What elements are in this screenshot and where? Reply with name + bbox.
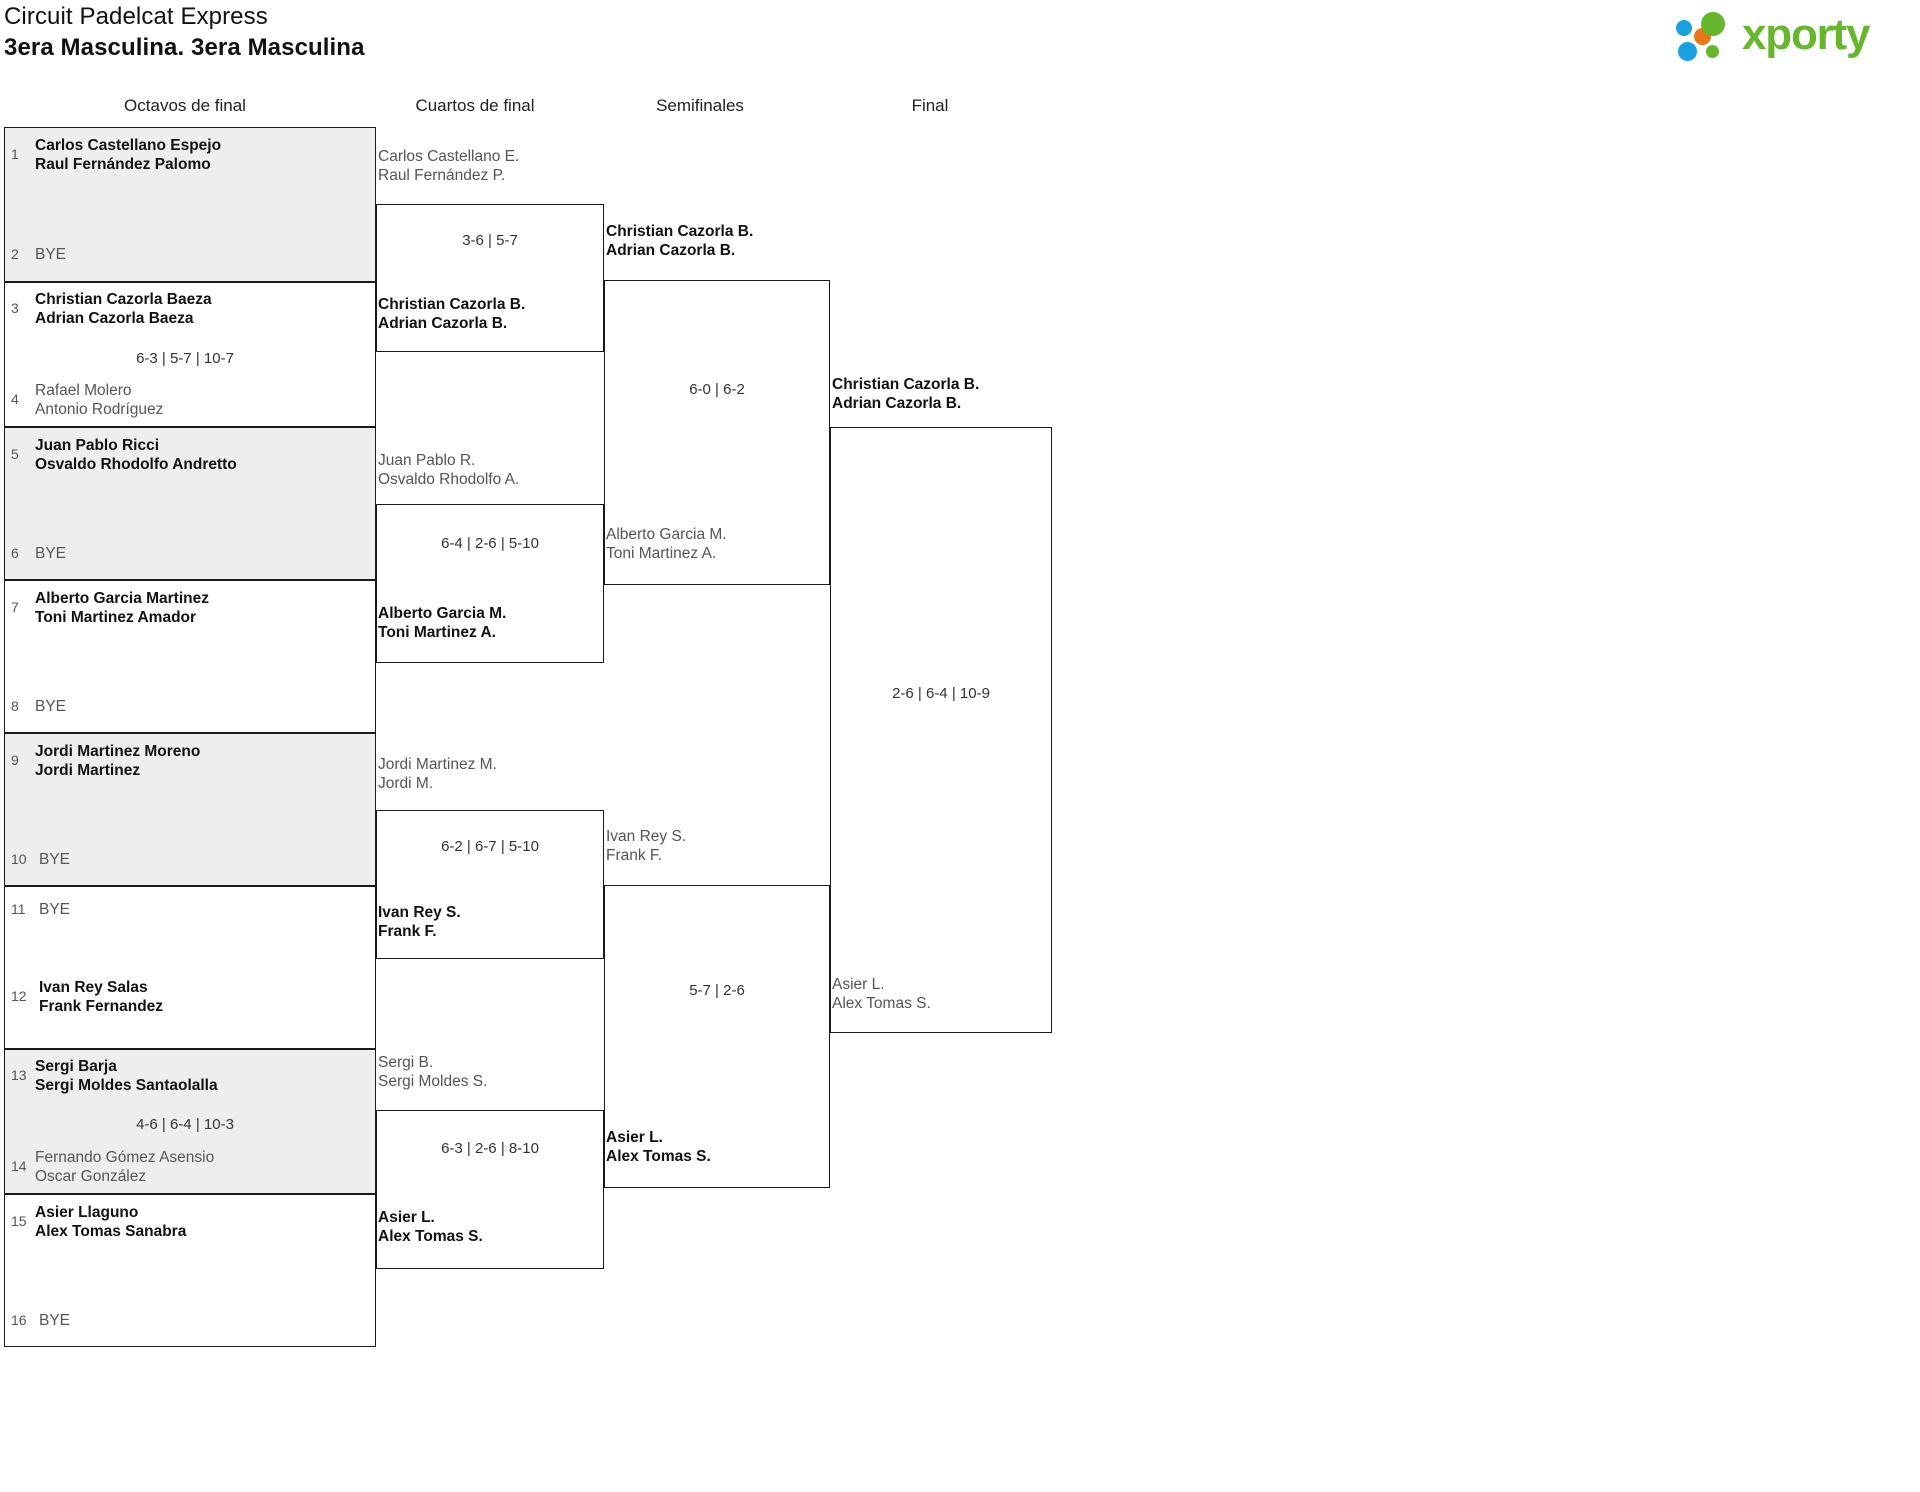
sf2-bottom-team: Asier L. Alex Tomas S. bbox=[606, 1129, 711, 1165]
qf4-score: 6-3 | 2-6 | 8-10 bbox=[441, 1140, 539, 1157]
sf1-connector[interactable] bbox=[604, 280, 830, 585]
team-slot: Asier Llaguno Alex Tomas Sanabra bbox=[35, 1204, 187, 1240]
team-slot: Christian Cazorla Baeza Adrian Cazorla B… bbox=[35, 291, 212, 327]
seed-number: 2 bbox=[11, 246, 19, 262]
round-header-final: Final bbox=[911, 96, 949, 115]
team-slot: BYE bbox=[35, 545, 67, 562]
match-score: 6-3 | 5-7 | 10-7 bbox=[136, 350, 234, 367]
logo-wordmark: xporty bbox=[1742, 10, 1870, 59]
round-header-cuartos: Cuartos de final bbox=[415, 96, 535, 115]
qf1-bottom-team: Christian Cazorla B. Adrian Cazorla B. bbox=[378, 296, 526, 332]
qf2-score: 6-4 | 2-6 | 5-10 bbox=[441, 535, 539, 552]
tournament-name: Circuit Padelcat Express bbox=[4, 3, 268, 30]
r1-match-3[interactable]: 5 Juan Pablo Ricci Osvaldo Rhodolfo Andr… bbox=[4, 427, 376, 580]
final-score: 2-6 | 6-4 | 10-9 bbox=[892, 685, 990, 702]
r1-match-4[interactable]: 7 Alberto Garcia Martinez Toni Martinez … bbox=[4, 580, 376, 733]
seed-number: 3 bbox=[11, 300, 19, 316]
seed-number: 7 bbox=[11, 599, 19, 615]
qf1-connector[interactable] bbox=[376, 204, 604, 352]
seed-number: 16 bbox=[11, 1312, 27, 1328]
team-slot: BYE bbox=[39, 1312, 71, 1329]
qf2-top-team: Juan Pablo R. Osvaldo Rhodolfo A. bbox=[378, 452, 520, 488]
round-header-octavos: Octavos de final bbox=[124, 96, 246, 115]
team-slot: Juan Pablo Ricci Osvaldo Rhodolfo Andret… bbox=[35, 437, 237, 473]
qf3-connector[interactable] bbox=[376, 810, 604, 959]
qf2-bottom-team: Alberto Garcia M. Toni Martinez A. bbox=[378, 605, 507, 641]
match-score: 4-6 | 6-4 | 10-3 bbox=[136, 1116, 234, 1133]
r1-match-6[interactable]: 11 BYE 12 Ivan Rey Salas Frank Fernandez bbox=[4, 886, 376, 1049]
seed-number: 10 bbox=[11, 851, 27, 867]
xporty-logo: xporty bbox=[1676, 6, 1906, 64]
r1-match-1[interactable]: 1 Carlos Castellano Espejo Raul Fernánde… bbox=[4, 127, 376, 282]
qf3-bottom-team: Ivan Rey S. Frank F. bbox=[378, 904, 461, 940]
sf2-score: 5-7 | 2-6 bbox=[689, 982, 745, 999]
seed-number: 8 bbox=[11, 698, 19, 714]
qf4-connector[interactable] bbox=[376, 1110, 604, 1269]
r1-match-8[interactable]: 15 Asier Llaguno Alex Tomas Sanabra 16 B… bbox=[4, 1194, 376, 1347]
team-slot: Jordi Martinez Moreno Jordi Martinez bbox=[35, 743, 201, 779]
team-slot: Ivan Rey Salas Frank Fernandez bbox=[39, 979, 164, 1015]
qf4-bottom-team: Asier L. Alex Tomas S. bbox=[378, 1209, 483, 1245]
sf2-top-team: Ivan Rey S. Frank F. bbox=[606, 828, 687, 864]
r1-match-5[interactable]: 9 Jordi Martinez Moreno Jordi Martinez 1… bbox=[4, 733, 376, 886]
team-slot: BYE bbox=[39, 851, 71, 868]
seed-number: 1 bbox=[11, 146, 19, 162]
qf4-top-team: Sergi B. Sergi Moldes S. bbox=[378, 1054, 488, 1090]
page-title: Circuit Padelcat Express 3era Masculina.… bbox=[4, 2, 365, 64]
final-connector[interactable] bbox=[830, 427, 1052, 1033]
r1-match-7[interactable]: 13 Sergi Barja Sergi Moldes Santaolalla … bbox=[4, 1049, 376, 1194]
team-slot: Rafael Molero Antonio Rodríguez bbox=[35, 382, 164, 418]
round-header-semifinales: Semifinales bbox=[656, 96, 744, 115]
team-slot: BYE bbox=[35, 246, 67, 263]
seed-number: 15 bbox=[11, 1213, 27, 1229]
qf3-score: 6-2 | 6-7 | 5-10 bbox=[441, 838, 539, 855]
qf3-top-team: Jordi Martinez M. Jordi M. bbox=[378, 756, 497, 792]
team-slot: BYE bbox=[39, 901, 71, 918]
seed-number: 13 bbox=[11, 1067, 27, 1083]
seed-number: 6 bbox=[11, 545, 19, 561]
qf1-score: 3-6 | 5-7 bbox=[462, 232, 518, 249]
team-slot: Carlos Castellano Espejo Raul Fernández … bbox=[35, 137, 222, 173]
sf1-top-team: Christian Cazorla B. Adrian Cazorla B. bbox=[606, 223, 754, 259]
seed-number: 9 bbox=[11, 752, 19, 768]
seed-number: 5 bbox=[11, 446, 19, 462]
sf2-connector[interactable] bbox=[604, 885, 830, 1188]
qf2-connector[interactable] bbox=[376, 504, 604, 663]
logo-dots-icon bbox=[1676, 12, 1738, 62]
tournament-category: 3era Masculina. 3era Masculina bbox=[4, 34, 365, 61]
seed-number: 11 bbox=[11, 901, 26, 917]
team-slot: Sergi Barja Sergi Moldes Santaolalla bbox=[35, 1058, 218, 1094]
seed-number: 12 bbox=[11, 988, 27, 1004]
seed-number: 4 bbox=[11, 391, 19, 407]
seed-number: 14 bbox=[11, 1158, 27, 1174]
team-slot: Alberto Garcia Martinez Toni Martinez Am… bbox=[35, 590, 209, 626]
qf1-top-team: Carlos Castellano E. Raul Fernández P. bbox=[378, 148, 520, 184]
team-slot: BYE bbox=[35, 698, 67, 715]
final-bottom-team: Asier L. Alex Tomas S. bbox=[832, 976, 931, 1012]
sf1-score: 6-0 | 6-2 bbox=[689, 381, 745, 398]
team-slot: Fernando Gómez Asensio Oscar González bbox=[35, 1149, 215, 1185]
sf1-bottom-team: Alberto Garcia M. Toni Martinez A. bbox=[606, 526, 727, 562]
final-top-team: Christian Cazorla B. Adrian Cazorla B. bbox=[832, 376, 980, 412]
r1-match-2[interactable]: 3 Christian Cazorla Baeza Adrian Cazorla… bbox=[4, 282, 376, 427]
